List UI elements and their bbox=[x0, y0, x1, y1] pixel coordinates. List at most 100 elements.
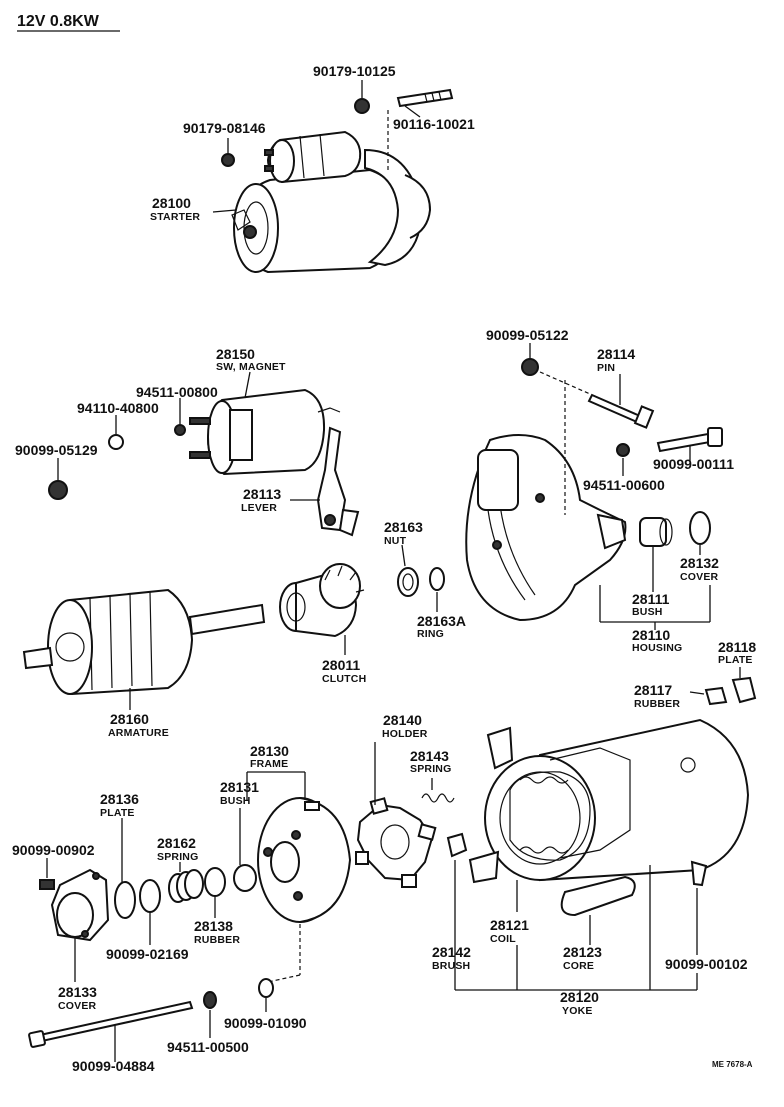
clutch-drawing bbox=[279, 563, 365, 638]
label-28140-name: HOLDER bbox=[382, 728, 428, 740]
label-28117-number: 28117 bbox=[634, 682, 672, 698]
frame-drawing bbox=[257, 797, 352, 923]
nut-90179-08146-drawing bbox=[221, 153, 235, 167]
label-28133-number: 28133 bbox=[58, 984, 97, 1000]
label-28130-name: FRAME bbox=[250, 758, 288, 770]
core-28123-drawing bbox=[560, 875, 636, 917]
label-28123-number: 28123 bbox=[563, 944, 602, 960]
label-28142-name: BRUSH bbox=[432, 960, 470, 972]
label-28160-number: 28160 bbox=[110, 711, 149, 727]
label-28143-number: 28143 bbox=[410, 748, 449, 764]
label-28111-number: 28111 bbox=[632, 591, 670, 607]
nut-90099-05129-drawing bbox=[48, 480, 68, 500]
label-28140-number: 28140 bbox=[383, 712, 422, 728]
label-28118-number: 28118 bbox=[718, 639, 756, 655]
label-28114-name: PIN bbox=[597, 362, 615, 374]
label-28110-name: HOUSING bbox=[632, 642, 682, 654]
label-90099-04884: 90099-04884 bbox=[72, 1058, 155, 1074]
diagram-title: 12V 0.8KW bbox=[17, 13, 100, 30]
rubber-28117-drawing bbox=[704, 686, 728, 706]
ring-28163A-drawing bbox=[429, 567, 445, 591]
screw-90099-00902-drawing bbox=[39, 879, 55, 890]
screw-90099-00102-drawing bbox=[690, 860, 708, 887]
bolt-90116-10021-drawing bbox=[396, 88, 454, 108]
label-28118-name: PLATE bbox=[718, 654, 753, 666]
plate-28136-drawing bbox=[114, 881, 136, 919]
label-28132-name: COVER bbox=[680, 571, 719, 583]
label-94511-00600: 94511-00600 bbox=[583, 477, 665, 493]
label-28133-name: COVER bbox=[58, 1000, 97, 1012]
label-28163A-number: 28163A bbox=[417, 613, 466, 629]
label-28011-name: CLUTCH bbox=[322, 673, 366, 685]
label-90099-05122: 90099-05122 bbox=[486, 327, 569, 343]
nut-90099-05122-drawing bbox=[521, 358, 539, 376]
label-28120-name: YOKE bbox=[562, 1005, 593, 1017]
label-28110-number: 28110 bbox=[632, 627, 670, 643]
label-28131-number: 28131 bbox=[220, 779, 259, 795]
label-28131-name: BUSH bbox=[220, 795, 251, 807]
label-90116-10021: 90116-10021 bbox=[393, 116, 475, 132]
brush-holder-drawing bbox=[355, 797, 437, 888]
bolt-90099-00111-drawing bbox=[656, 427, 723, 453]
spring-28162-drawing bbox=[168, 869, 204, 903]
washer-94511-00800-drawing bbox=[174, 424, 186, 436]
housing-drawing bbox=[465, 434, 627, 622]
drawing-code: ME 7678-A bbox=[712, 1060, 753, 1069]
label-94511-00800: 94511-00800 bbox=[136, 384, 218, 400]
label-28121-name: COIL bbox=[490, 933, 516, 945]
label-90099-00111: 90099-00111 bbox=[653, 456, 734, 472]
label-28163A-name: RING bbox=[417, 628, 444, 640]
label-28100-number: 28100 bbox=[152, 195, 191, 211]
label-90099-05129: 90099-05129 bbox=[15, 442, 98, 458]
label-28143-name: SPRING bbox=[410, 763, 451, 775]
label-94511-00500: 94511-00500 bbox=[167, 1039, 249, 1055]
starter-assembly-drawing bbox=[231, 130, 432, 274]
armature-drawing bbox=[22, 588, 266, 696]
label-28138-number: 28138 bbox=[194, 918, 233, 934]
washer-94511-00500-drawing bbox=[203, 991, 217, 1009]
nut-28163-drawing bbox=[397, 567, 419, 597]
label-28132-number: 28132 bbox=[680, 555, 719, 571]
magnet-switch-drawing bbox=[189, 388, 341, 476]
nut-90179-10125-drawing bbox=[354, 98, 370, 114]
label-28117-name: RUBBER bbox=[634, 698, 680, 710]
label-90099-01090: 90099-01090 bbox=[224, 1015, 307, 1031]
label-28113-name: LEVER bbox=[241, 502, 277, 514]
label-90099-00902: 90099-00902 bbox=[12, 842, 95, 858]
label-28162-number: 28162 bbox=[157, 835, 196, 851]
label-94110-40800: 94110-40800 bbox=[77, 400, 159, 416]
label-28138-name: RUBBER bbox=[194, 934, 240, 946]
label-28142-number: 28142 bbox=[432, 944, 471, 960]
nut-94110-40800-drawing bbox=[108, 434, 124, 450]
label-28150-number: 28150 bbox=[216, 346, 255, 362]
spring-28143-drawing bbox=[421, 793, 455, 803]
rubber-28138-drawing bbox=[204, 867, 226, 897]
label-28163-number: 28163 bbox=[384, 519, 423, 535]
label-90179-10125: 90179-10125 bbox=[313, 63, 396, 79]
cover-28132-drawing bbox=[689, 511, 711, 545]
label-28130-number: 28130 bbox=[250, 743, 289, 759]
bush-28131-drawing bbox=[233, 864, 257, 892]
cover-28133-drawing bbox=[50, 868, 110, 942]
washer-90099-02169-drawing bbox=[139, 879, 161, 913]
label-28163-name: NUT bbox=[384, 535, 407, 547]
label-28114-number: 28114 bbox=[597, 346, 635, 362]
label-28150-name: SW, MAGNET bbox=[216, 361, 286, 373]
label-90099-02169: 90099-02169 bbox=[106, 946, 189, 962]
washer-94511-00600-drawing bbox=[616, 443, 630, 457]
through-bolt-90099-04884-drawing bbox=[28, 1000, 194, 1048]
label-28123-name: CORE bbox=[563, 960, 594, 972]
label-90179-08146: 90179-08146 bbox=[183, 120, 266, 136]
label-28120-number: 28120 bbox=[560, 989, 599, 1005]
plate-28118-drawing bbox=[731, 676, 757, 704]
bush-28111-drawing bbox=[639, 517, 673, 547]
label-28100-name: STARTER bbox=[150, 211, 200, 223]
label-28113-number: 28113 bbox=[243, 486, 281, 502]
label-28011-number: 28011 bbox=[322, 657, 360, 673]
lever-drawing bbox=[316, 426, 360, 537]
pin-28114-drawing bbox=[587, 393, 655, 429]
label-28121-number: 28121 bbox=[490, 917, 529, 933]
label-28136-name: PLATE bbox=[100, 807, 135, 819]
